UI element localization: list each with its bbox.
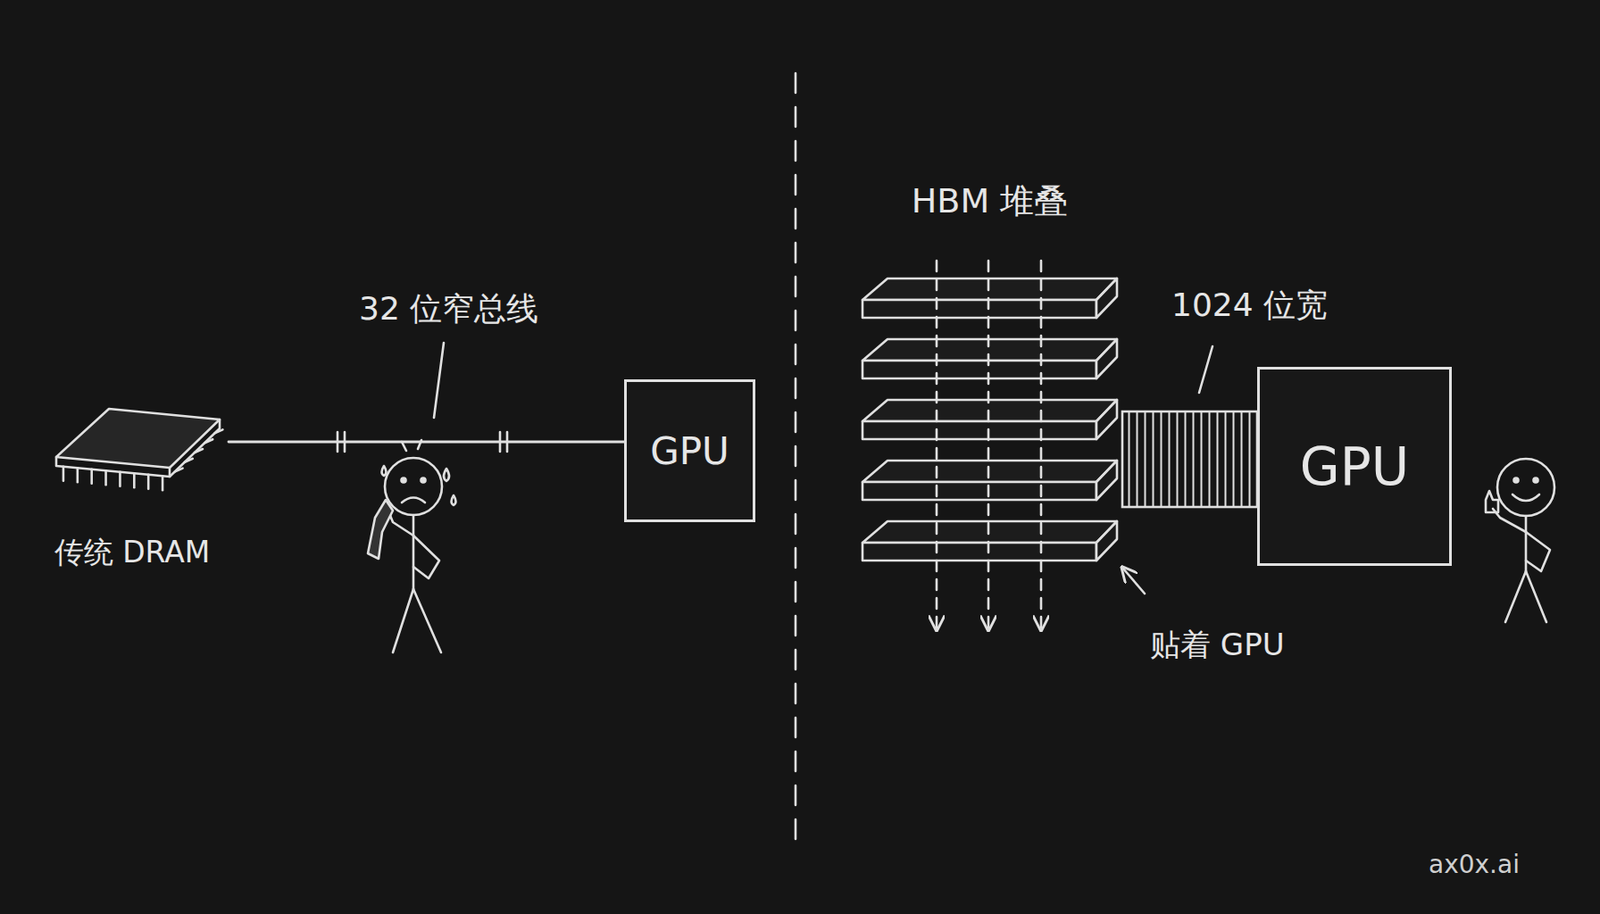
hbm-stack-node: HBM 堆叠	[857, 178, 1123, 634]
narrow-bus	[228, 441, 625, 443]
part-label: 传统 DRAM	[54, 533, 211, 574]
divider	[794, 73, 798, 847]
leader-line	[433, 342, 444, 418]
watermark: ax0x.ai	[1428, 850, 1520, 880]
part-label: HBM 堆叠	[911, 178, 1069, 225]
hbm-stack	[862, 278, 1117, 561]
dram-chip	[56, 408, 223, 491]
box-label: GPU	[650, 429, 730, 474]
bus-label: 1024 位宽	[1171, 283, 1328, 328]
dram-chip-node: 传统 DRAM	[35, 403, 229, 574]
box-label: GPU	[1300, 436, 1409, 498]
leader-line	[1199, 346, 1213, 393]
tsv-arrows	[936, 260, 1042, 629]
gpu-box: GPU	[624, 379, 756, 523]
gpu-box: GPU	[1257, 366, 1452, 567]
wide-bus	[1122, 411, 1258, 508]
callout-arrow	[1123, 568, 1145, 594]
bus-label: 32 位窄总线	[358, 287, 539, 332]
happy-figure	[1485, 458, 1555, 623]
callout-note: 贴着 GPU	[1150, 625, 1285, 667]
sad-figure	[367, 440, 457, 653]
